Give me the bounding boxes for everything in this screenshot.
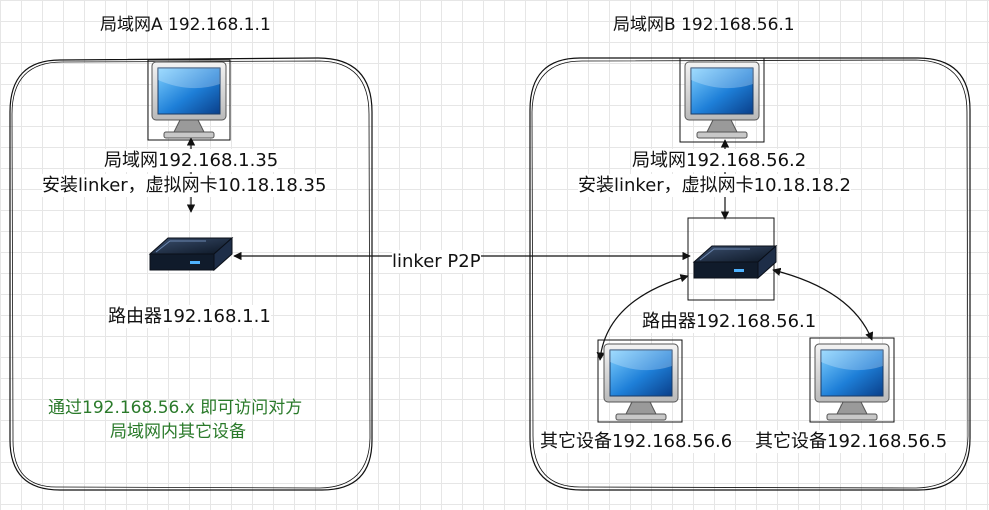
host-a-label-line2: 安装linker，虚拟网卡10.18.18.35 [42,174,327,197]
router-b-icon [693,245,777,279]
note-line1: 通过192.168.56.x 即可访问对方 [48,398,303,418]
device-1-frame [597,339,683,423]
host-b-label-line2: 安装linker，虚拟网卡10.18.18.2 [578,174,851,197]
note-line2: 局域网内其它设备 [110,422,246,442]
host-a-monitor-icon [151,61,227,139]
host-b-frame [679,57,765,143]
host-b-label-line1: 局域网192.168.56.2 [632,149,807,172]
router-b-label: 路由器192.168.56.1 [642,310,817,333]
device-1-monitor-icon [603,343,679,421]
host-a-label-line1: 局域网192.168.1.35 [104,149,279,172]
device-2-label: 其它设备192.168.56.5 [755,430,948,453]
host-a-frame [147,59,231,141]
device-2-monitor-icon [814,343,890,421]
device-1-label: 其它设备192.168.56.6 [540,430,733,453]
connector-routerb-device2 [772,267,874,341]
router-a-label: 路由器192.168.1.1 [108,305,271,328]
p2p-link-label: linker P2P [392,250,481,273]
router-a-icon [149,237,233,271]
lan-a-box [9,57,373,491]
lan-b-title: 局域网B 192.168.56.1 [613,15,795,35]
lan-b-box [529,57,971,491]
lan-a-title: 局域网A 192.168.1.1 [100,15,271,35]
host-b-monitor-icon [684,61,760,139]
connector-routerb-device1 [596,274,689,361]
device-2-frame [809,337,895,423]
